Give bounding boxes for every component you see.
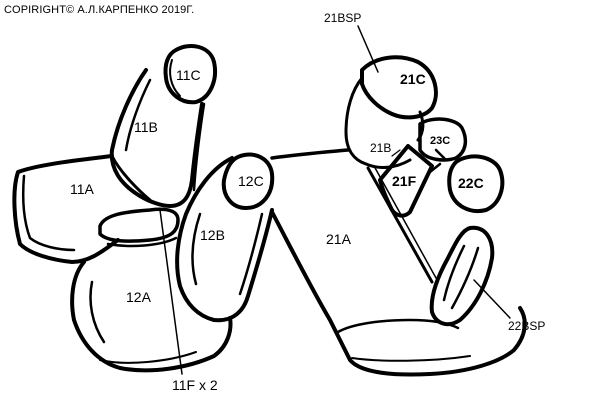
cushion-12a-outline xyxy=(70,260,233,373)
cushion-11a-outline xyxy=(12,154,120,264)
bench-21a-outline xyxy=(270,210,527,377)
label-22bsp: 22BSP xyxy=(508,319,545,333)
label-21b: 21B xyxy=(370,141,391,155)
headrest-22c-outline xyxy=(447,154,505,213)
label-11b: 11B xyxy=(134,119,158,135)
label-23c: 23C xyxy=(430,135,450,147)
headrest-11c-outline xyxy=(163,44,217,105)
label-12c: 12C xyxy=(238,173,264,189)
label-21a: 21A xyxy=(326,231,352,247)
headrest-21c-outline xyxy=(360,55,438,120)
label-21f: 21F xyxy=(392,173,417,189)
headrest-23c-outline xyxy=(418,117,468,162)
label-21c: 21C xyxy=(400,71,426,87)
headrest-12c-outline xyxy=(221,152,275,210)
label-11a: 11A xyxy=(70,181,95,197)
backrest-11b-outline xyxy=(109,68,204,208)
label-11c: 11C xyxy=(176,67,201,83)
armrest-11f-outline xyxy=(98,207,180,243)
label-22c: 22C xyxy=(458,175,484,191)
backrest-12b-outline xyxy=(175,156,274,323)
copyright-notice: COPIRIGHT© А.Л.КАРПЕНКО 2019Г. xyxy=(4,4,195,16)
bolster-22bsp-outline xyxy=(429,225,495,327)
label-21bsp: 21BSP xyxy=(324,11,361,25)
label-12a: 12A xyxy=(126,289,152,305)
label-11f: 11F x 2 xyxy=(172,377,218,393)
label-12b: 12B xyxy=(200,227,225,243)
